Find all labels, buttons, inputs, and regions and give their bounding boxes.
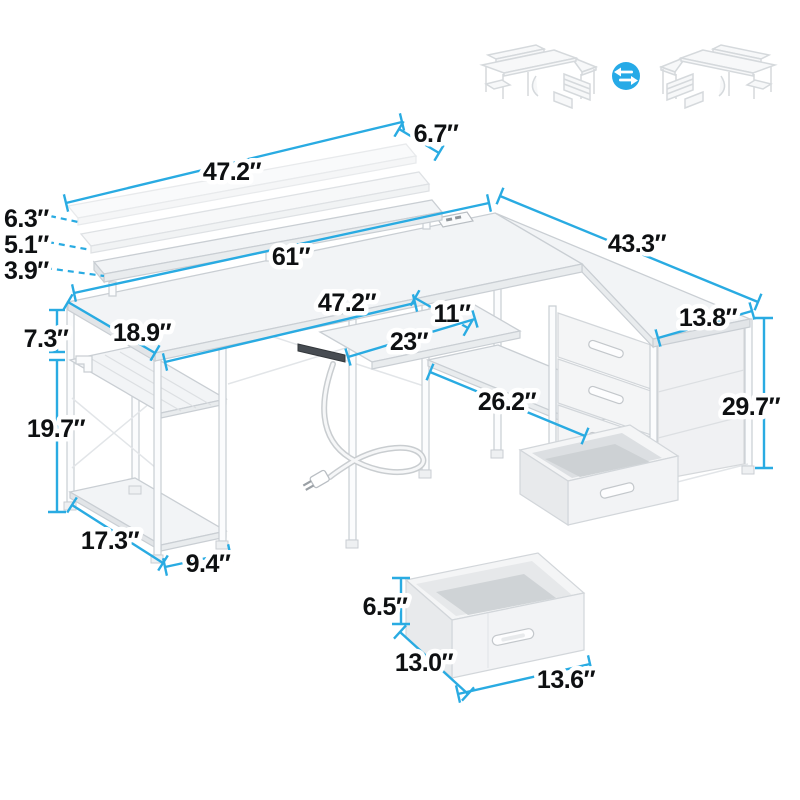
dim-line-drawer-width	[454, 654, 594, 704]
dim-pullout-drawer-height: 6.5″	[363, 593, 408, 621]
dim-keyboard-tray-width: 23″	[390, 328, 429, 356]
pullout-drawer-open	[518, 424, 680, 527]
dim-line-keyboard-tray-width	[344, 310, 479, 366]
dim-line-main-desktop-length	[70, 193, 493, 303]
dim-right-desktop-length: 43.3″	[608, 230, 667, 258]
thumbnail-desk-right-mirrored	[660, 44, 776, 109]
dim-right-desktop-depth: 13.8″	[679, 304, 738, 332]
dim-riser-height-bottom: 3.9″	[4, 257, 49, 285]
dim-left-shelf-width: 9.4″	[186, 550, 231, 578]
dim-line-right-desktop-length	[495, 187, 763, 311]
leader-riser-top	[49, 214, 79, 224]
dim-monitor-shelf-length: 47.2″	[203, 158, 262, 186]
dim-pullout-drawer-depth: 13.0″	[395, 649, 454, 677]
dim-pullout-drawer-width: 13.6″	[537, 666, 596, 694]
dim-main-desktop-depth: 18.9″	[113, 319, 172, 347]
swap-badge	[612, 62, 640, 90]
dim-middle-shelf-length: 26.2″	[478, 388, 537, 416]
fabric-drawer-1	[557, 312, 655, 391]
tray-slide-rail	[297, 343, 346, 363]
dim-line-left-shelf-width	[161, 543, 234, 577]
dim-line-monitor-shelf-depth	[393, 120, 445, 162]
headphone-hook	[75, 355, 93, 373]
dim-line-monitor-shelf-length	[62, 112, 406, 213]
mesh-side-panel	[657, 321, 745, 481]
thumbnail-desk-left	[481, 44, 597, 109]
reversible-thumbnails	[481, 44, 776, 109]
dim-left-shelf-gap-height: 7.3″	[24, 325, 69, 353]
dim-line-right-desktop-depth	[654, 302, 756, 347]
dim-left-frame-lower-height: 19.7″	[27, 415, 86, 443]
dim-riser-height-middle: 5.1″	[4, 231, 49, 259]
dim-riser-height-top: 6.3″	[4, 205, 49, 233]
dim-main-desktop-length: 61″	[272, 243, 311, 271]
dim-monitor-shelf-depth: 6.7″	[414, 120, 459, 148]
dim-line-main-desktop-depth	[62, 293, 161, 362]
dim-left-shelf-depth: 17.3″	[81, 527, 140, 555]
leader-riser-middle	[47, 240, 92, 252]
dim-desk-height: 29.7″	[722, 393, 781, 421]
power-cable	[302, 361, 427, 491]
dim-line-middle-shelf	[425, 363, 590, 445]
swap-arrows-icon	[614, 67, 638, 85]
dim-under-desk-span: 47.2″	[318, 289, 377, 317]
power-plug-icon	[302, 469, 330, 491]
dim-keyboard-tray-depth: 11″	[434, 300, 471, 328]
dimension-annotations: 47.2″ 6.7″ 6.3″ 5.1″ 3.9″ 61″ 43.3″ 47.2…	[0, 112, 786, 704]
upper-side-shelf	[68, 345, 228, 419]
dim-line-left-shelf-depth	[66, 496, 169, 572]
